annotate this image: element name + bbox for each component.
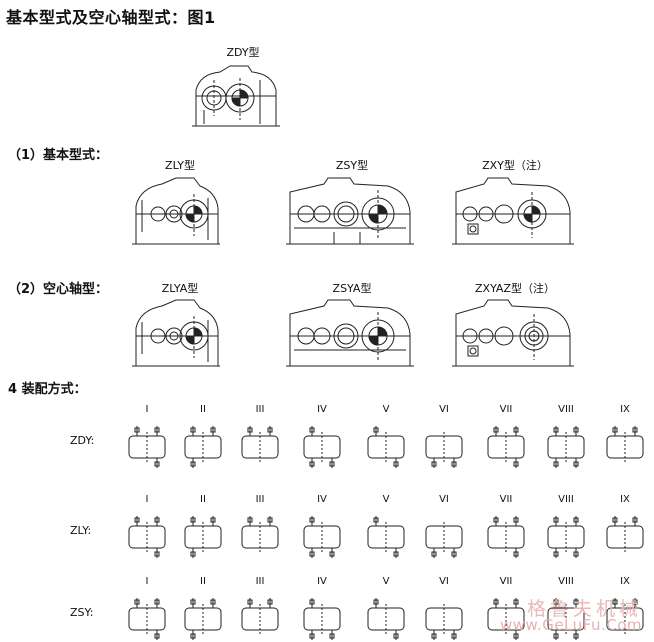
- assembly-numeral: I: [145, 576, 149, 587]
- zdy-reducer-drawing: [192, 65, 280, 127]
- assembly-numeral: VIII: [558, 576, 574, 587]
- assembly-numeral: VIII: [558, 404, 574, 415]
- assembly-numeral: II: [200, 576, 206, 587]
- assembly-config-diagram: [184, 426, 222, 468]
- assembly-config-diagram: [367, 516, 405, 558]
- assembly-numeral: III: [255, 404, 265, 415]
- assembly-numeral: IV: [317, 576, 327, 587]
- assembly-config-diagram: [128, 516, 166, 558]
- assembly-config-diagram: [425, 432, 463, 468]
- zsya-reducer-drawing: [286, 299, 414, 367]
- section-basic-types: （1）基本型式：: [8, 148, 109, 163]
- model-label-zxy: ZXY型（注）: [482, 159, 548, 172]
- assembly-row-label: ZDY:: [70, 434, 95, 447]
- assembly-numeral: IX: [620, 494, 630, 505]
- assembly-config-diagram: [303, 426, 341, 468]
- assembly-config-diagram: [241, 598, 279, 634]
- assembly-numeral: VI: [439, 494, 449, 505]
- assembly-config-diagram: [367, 598, 405, 640]
- assembly-row-label: ZLY:: [70, 524, 92, 537]
- assembly-config-diagram: [184, 516, 222, 558]
- watermark-brand: 格鲁夫机械: [526, 598, 642, 620]
- assembly-config-diagram: [128, 426, 166, 468]
- assembly-numeral: VI: [439, 404, 449, 415]
- assembly-config-diagram: [606, 516, 644, 552]
- assembly-config-diagram: [184, 598, 222, 640]
- assembly-numeral: IX: [620, 576, 630, 587]
- assembly-numeral: V: [382, 494, 390, 505]
- assembly-numeral: IX: [620, 404, 630, 415]
- watermark-url: www.GeLuFu.Com: [500, 616, 642, 634]
- page-title: 基本型式及空心轴型式：图1: [6, 8, 216, 27]
- assembly-config-diagram: [425, 522, 463, 558]
- model-label-zdy: ZDY型: [226, 46, 260, 59]
- assembly-numeral: I: [145, 494, 149, 505]
- assembly-config-diagram: [487, 426, 525, 468]
- assembly-numeral: V: [382, 404, 390, 415]
- assembly-numeral: II: [200, 404, 206, 415]
- assembly-numeral: VIII: [558, 494, 574, 505]
- assembly-config-diagram: [367, 426, 405, 468]
- assembly-config-diagram: [547, 598, 585, 640]
- section-assembly: 4 装配方式：: [8, 382, 87, 397]
- zxyaz-reducer-drawing: [452, 299, 574, 367]
- model-label-zsy: ZSY型: [335, 159, 369, 172]
- assembly-numeral: IV: [317, 404, 327, 415]
- assembly-config-diagram: [547, 516, 585, 558]
- assembly-numeral: III: [255, 494, 265, 505]
- assembly-config-diagram: [487, 598, 525, 640]
- assembly-config-diagram: [425, 604, 463, 640]
- zxy-reducer-drawing: [452, 177, 574, 245]
- assembly-numeral: I: [145, 404, 149, 415]
- assembly-numeral: VI: [439, 576, 449, 587]
- assembly-row-label: ZSY:: [70, 606, 94, 619]
- assembly-config-diagram: [547, 426, 585, 468]
- model-label-zly: ZLY型: [165, 159, 195, 172]
- zsy-reducer-drawing: [286, 177, 414, 245]
- assembly-config-diagram: [303, 516, 341, 558]
- assembly-numeral: IV: [317, 494, 327, 505]
- model-label-zsya: ZSYA型: [332, 282, 372, 295]
- zlya-reducer-drawing: [132, 299, 220, 367]
- model-label-zlya: ZLYA型: [161, 282, 199, 295]
- assembly-config-diagram: [241, 516, 279, 552]
- assembly-config-diagram: [303, 598, 341, 640]
- assembly-numeral: III: [255, 576, 265, 587]
- section-hollow-shaft: （2）空心轴型：: [8, 282, 109, 297]
- assembly-numeral: V: [382, 576, 390, 587]
- assembly-config-diagram: [487, 516, 525, 558]
- assembly-config-diagram: [241, 426, 279, 462]
- assembly-config-diagram: [128, 598, 166, 640]
- assembly-config-diagram: [606, 598, 644, 634]
- assembly-numeral: VII: [499, 494, 513, 505]
- zly-reducer-drawing: [132, 177, 220, 245]
- assembly-numeral: VII: [499, 404, 513, 415]
- model-label-zxyaz: ZXYAZ型（注）: [475, 282, 555, 295]
- assembly-numeral: II: [200, 494, 206, 505]
- assembly-config-diagram: [606, 426, 644, 462]
- assembly-numeral: VII: [499, 576, 513, 587]
